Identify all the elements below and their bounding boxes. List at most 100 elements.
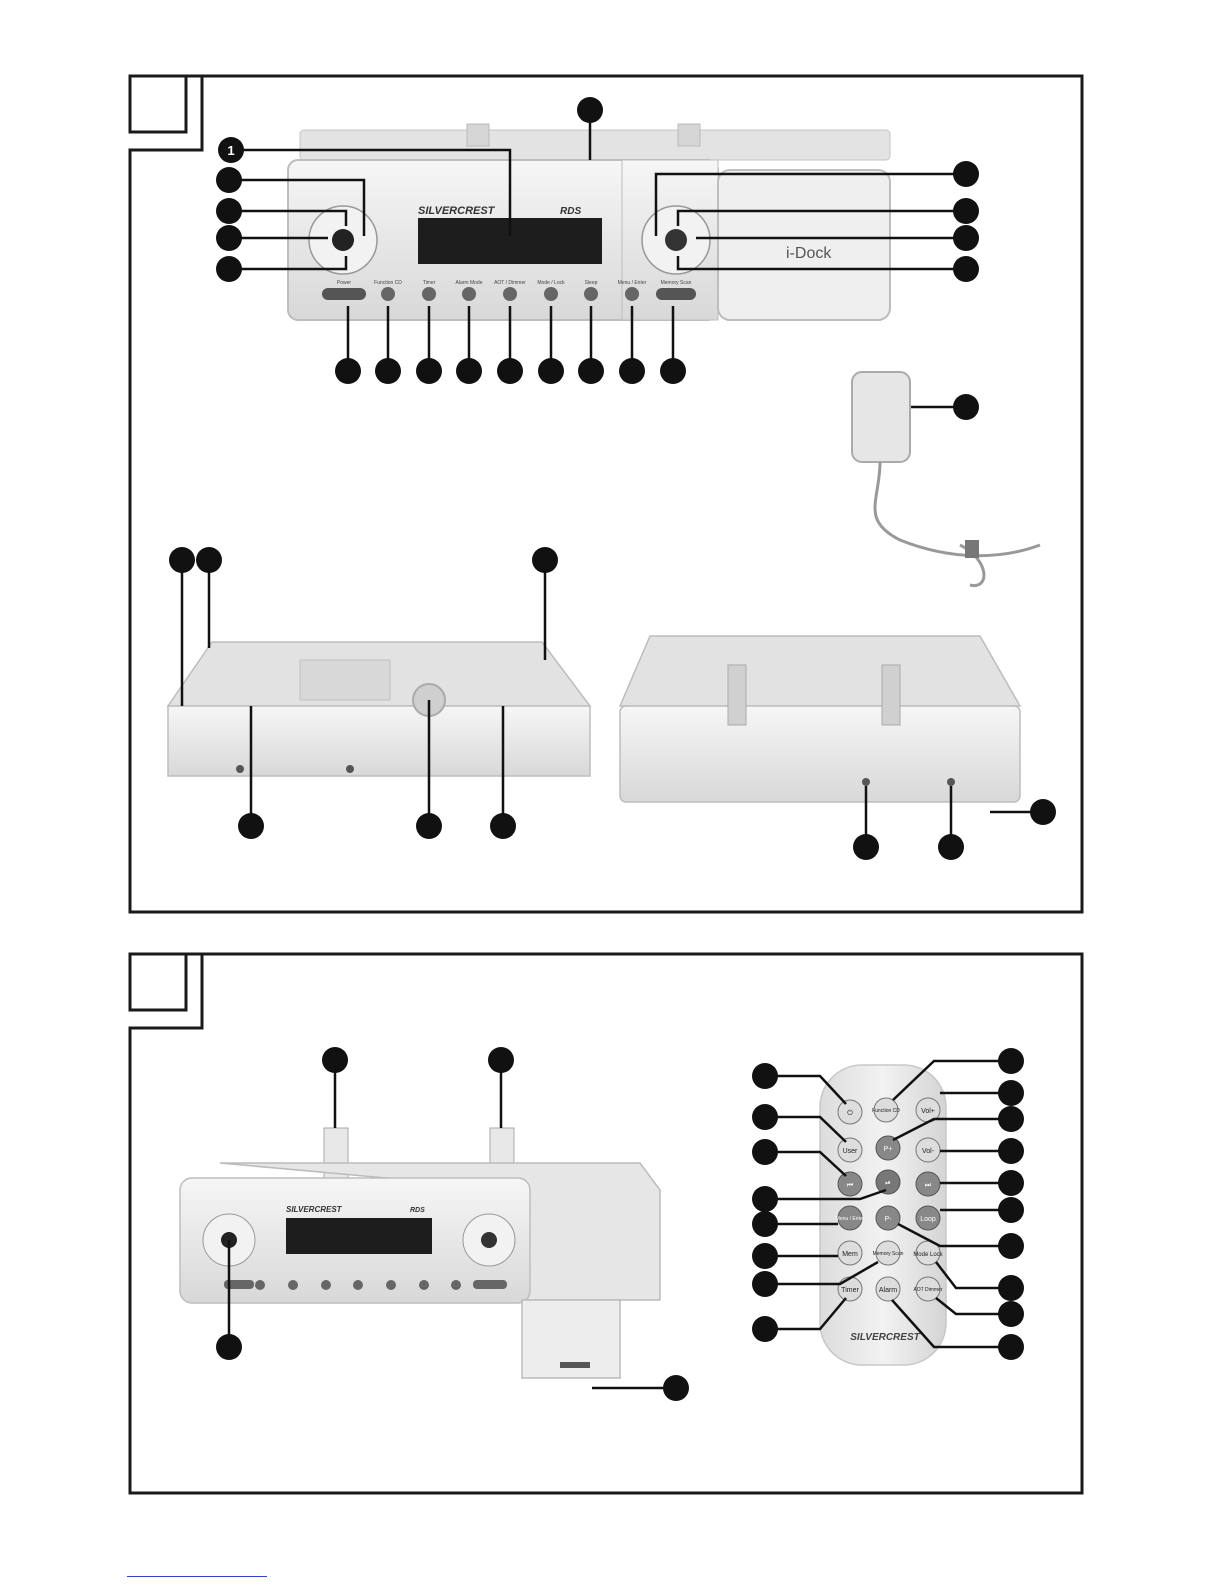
remote-label: ⏮ (847, 1182, 853, 1189)
svg-text:Mode / Lock: Mode / Lock (537, 280, 565, 286)
timer-button (422, 287, 436, 301)
alarm-mode-button (462, 287, 476, 301)
rds-logo-small: RDS (410, 1207, 425, 1214)
svg-text:Power: Power (337, 280, 352, 286)
callout-marker (169, 547, 195, 573)
power-button (322, 288, 366, 300)
callout-marker (663, 1375, 689, 1401)
svg-text:Function CD: Function CD (374, 280, 402, 286)
callout-marker (216, 167, 242, 193)
callout-marker (752, 1243, 778, 1269)
left-dial-knob (332, 229, 354, 251)
callout-marker (998, 1233, 1024, 1259)
callout-marker (497, 358, 523, 384)
callout-marker (375, 358, 401, 384)
callout-marker (532, 547, 558, 573)
remote-control: ⏻ Function CD Vol+ User P+ Vol- ⏮ ⏯ ⏭ Me… (820, 1065, 946, 1365)
callout-marker (577, 97, 603, 123)
remote-label: Alarm (879, 1287, 897, 1294)
panel-label-box-2 (130, 954, 186, 1010)
callout-marker (619, 358, 645, 384)
remote-label: Vol- (922, 1148, 935, 1155)
rds-logo: RDS (560, 206, 581, 217)
device-underside-view (168, 642, 590, 776)
idock-label: i-Dock (786, 245, 832, 262)
remote-label: Function CD (872, 1108, 900, 1114)
remote-label: AOT Dimmer (913, 1287, 942, 1293)
brand-logo-small: SILVERCREST (286, 1205, 343, 1214)
callout-marker (953, 394, 979, 420)
callout-marker (752, 1139, 778, 1165)
callout-marker (998, 1106, 1024, 1132)
callout-marker (660, 358, 686, 384)
remote-brand-logo: SILVERCREST (850, 1332, 920, 1343)
sleep-button (584, 287, 598, 301)
lcd-display-small (286, 1218, 432, 1254)
callout-marker (416, 813, 442, 839)
figure-panel-2: SILVERCREST RDS (130, 954, 1082, 1493)
callout-marker (938, 834, 964, 860)
callout-marker (416, 358, 442, 384)
remote-label: P+ (884, 1146, 893, 1153)
svg-text:Memory Scan: Memory Scan (661, 280, 692, 286)
svg-text:AOT / Dimmer: AOT / Dimmer (494, 280, 526, 286)
svg-text:Menu / Enter: Menu / Enter (618, 280, 647, 286)
callout-marker (998, 1138, 1024, 1164)
remote-label: ⏻ (847, 1109, 853, 1117)
remote-label: ⏯ (885, 1180, 891, 1187)
callout-marker (853, 834, 879, 860)
callout-marker (998, 1301, 1024, 1327)
callout-marker (998, 1080, 1024, 1106)
remote-label: Timer (841, 1287, 859, 1294)
callout-marker (752, 1316, 778, 1342)
callout-marker (335, 358, 361, 384)
figure-panel-1: i-Dock SILVERCREST RDS Power Function CD… (130, 76, 1082, 912)
right-dial-knob (665, 229, 687, 251)
mode-lock-button (544, 287, 558, 301)
callout-marker (752, 1063, 778, 1089)
memory-scan-button (656, 288, 696, 300)
callout-marker (456, 358, 482, 384)
callout-marker (752, 1104, 778, 1130)
callout-marker (238, 813, 264, 839)
callout-marker (490, 813, 516, 839)
svg-text:Timer: Timer (423, 280, 436, 286)
menu-enter-button (625, 287, 639, 301)
remote-label: Loop (920, 1216, 936, 1223)
callout-marker (216, 198, 242, 224)
callout-marker (752, 1186, 778, 1212)
panel-label-box-1 (130, 76, 186, 132)
front-button-captions: Power Function CD Timer Alarm Mode AOT /… (337, 280, 692, 286)
remote-label: Vol+ (921, 1108, 935, 1115)
svg-text:Alarm Mode: Alarm Mode (456, 280, 483, 286)
callout-marker (953, 256, 979, 282)
callout-marker (196, 547, 222, 573)
callout-marker (538, 358, 564, 384)
callout-marker (998, 1170, 1024, 1196)
callout-marker (488, 1047, 514, 1073)
remote-label: P- (885, 1216, 893, 1223)
device-back-view (620, 636, 1020, 802)
callout-marker (216, 256, 242, 282)
callout-marker (216, 225, 242, 251)
callout-marker (216, 1334, 242, 1360)
callout-marker (322, 1047, 348, 1073)
callout-marker (752, 1271, 778, 1297)
remote-label: Menu / Enter (836, 1216, 865, 1222)
remote-label: Mem (842, 1251, 858, 1258)
aot-dimmer-button (503, 287, 517, 301)
callout-marker (998, 1275, 1024, 1301)
callout-marker (752, 1211, 778, 1237)
callout-marker (953, 225, 979, 251)
svg-text:Sleep: Sleep (585, 280, 598, 286)
callout-marker (998, 1334, 1024, 1360)
brand-logo: SILVERCREST (418, 205, 496, 217)
remote-label: Mode Lock (913, 1252, 943, 1258)
power-adapter (852, 372, 1040, 586)
callout-marker (953, 198, 979, 224)
remote-label: ⏭ (925, 1182, 932, 1189)
callout-marker (578, 358, 604, 384)
function-cd-button (381, 287, 395, 301)
callout-marker (998, 1048, 1024, 1074)
